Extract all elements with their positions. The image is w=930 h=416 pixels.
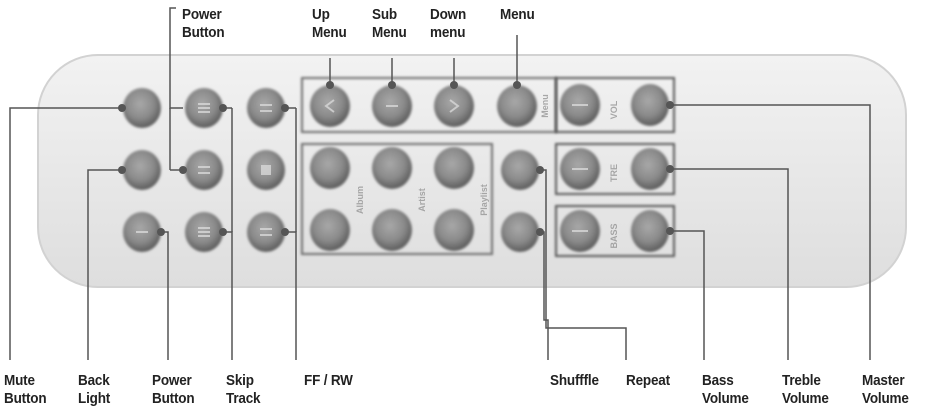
label-skip-track: Skip Track	[226, 372, 261, 407]
label-sub-menu: Sub Menu	[372, 6, 407, 41]
back-light-button[interactable]	[123, 150, 161, 190]
label-power-button-bottom: Power Button	[152, 372, 195, 407]
repeat-button[interactable]	[501, 150, 539, 190]
bass-up-button[interactable]	[631, 210, 669, 252]
menu-button[interactable]	[497, 85, 537, 127]
shuffle-button[interactable]	[501, 212, 539, 252]
artist-panel-text: Artist	[417, 188, 427, 212]
label-down-menu: Down menu	[430, 6, 467, 41]
leader-dots	[118, 81, 674, 236]
treble-up-button[interactable]	[631, 148, 669, 190]
play-pause-button[interactable]	[185, 150, 223, 190]
treble-panel-text: TRE	[609, 164, 619, 182]
label-bass-volume: Bass Volume	[702, 372, 749, 407]
mute-button[interactable]	[123, 88, 161, 128]
label-treble-volume: Treble Volume	[782, 372, 829, 407]
label-repeat: Repeat	[626, 372, 670, 389]
artist-down-button[interactable]	[372, 209, 412, 251]
playlist-up-button[interactable]	[434, 147, 474, 189]
bass-panel-text: BASS	[609, 223, 619, 248]
playlist-panel-text: Playlist	[479, 184, 489, 216]
down-menu-button[interactable]	[434, 85, 474, 127]
label-master-volume: Master Volume	[862, 372, 909, 407]
label-mute-button: Mute Button	[4, 372, 47, 407]
album-up-button[interactable]	[310, 147, 350, 189]
vol-panel-text: VOL	[609, 100, 619, 119]
label-shuffle: Shufffle	[550, 372, 599, 389]
vol-up-button[interactable]	[631, 84, 669, 126]
album-down-button[interactable]	[310, 209, 350, 251]
album-panel-text: Album	[355, 186, 365, 214]
label-ff-rw: FF / RW	[304, 372, 353, 389]
ff-rw-button[interactable]	[247, 212, 285, 252]
label-power-button-top: Power Button	[182, 6, 225, 41]
playlist-down-button[interactable]	[434, 209, 474, 251]
browse-frame	[301, 143, 493, 255]
label-menu: Menu	[500, 6, 535, 23]
label-up-menu: Up Menu	[312, 6, 347, 41]
menu-panel-text: Menu	[540, 94, 550, 118]
buttons	[123, 84, 669, 252]
label-back-light: Back Light	[78, 372, 111, 407]
button-glyphs	[136, 99, 588, 237]
leader-lines	[9, 7, 871, 360]
ff-rw-button-top[interactable]	[247, 88, 285, 128]
up-menu-button[interactable]	[310, 85, 350, 127]
artist-up-button[interactable]	[372, 147, 412, 189]
